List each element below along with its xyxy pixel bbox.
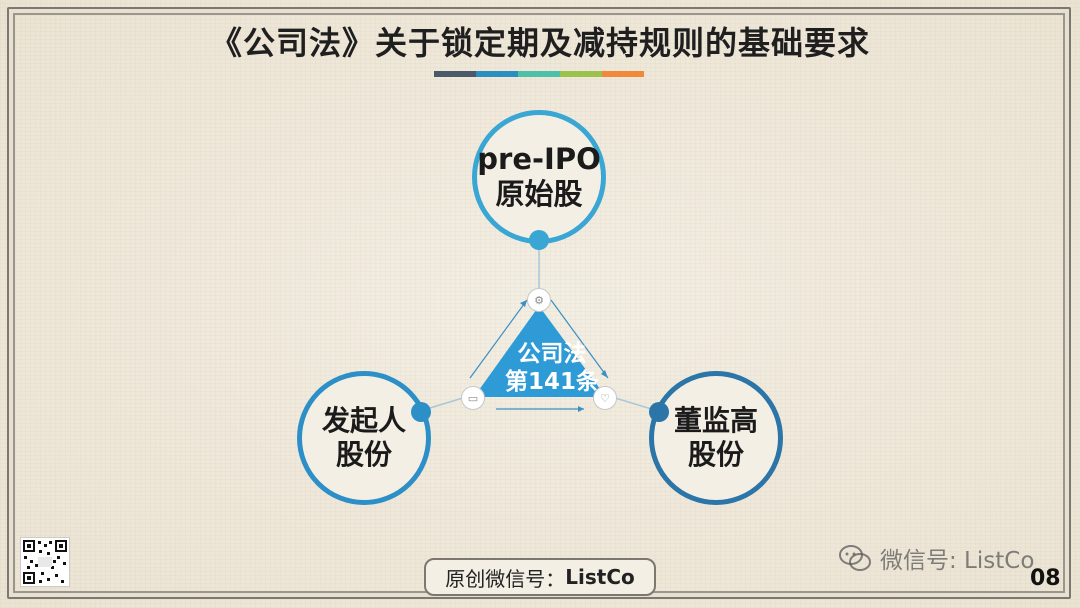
source-account: ListCo (565, 565, 635, 589)
wechat-watermark: 微信号: ListCo (838, 542, 1034, 574)
qr-code (20, 537, 70, 587)
node-circle-top: pre-IPO 原始股 (472, 110, 606, 244)
node-left-line1: 发起人 (321, 404, 406, 438)
node-top-line2: 原始股 (495, 177, 583, 211)
title-bar-3 (518, 71, 560, 77)
node-left-line2: 股份 (335, 438, 392, 471)
arrow-right-edge (550, 299, 609, 379)
center-triangle (474, 306, 606, 397)
slide-title: 《公司法》关于锁定期及减持规则的基础要求 (209, 24, 870, 62)
gear-icon: ⚙ (527, 288, 551, 312)
node-right-line1: 董监高 (673, 404, 758, 438)
arrowhead-right (601, 370, 608, 378)
title-bar-2 (476, 71, 518, 77)
node-dot-left (411, 402, 431, 422)
node-dot-top (529, 230, 549, 250)
qr-code-pattern (23, 540, 67, 584)
node-top-line1: pre-IPO (477, 142, 601, 177)
source-label: 原创微信号： (445, 566, 566, 591)
briefcase-icon: ▭ (461, 386, 485, 410)
arrow-left-edge (469, 299, 528, 379)
title-bar-4 (560, 71, 602, 77)
center-label: 公司法 第141条 (482, 340, 622, 396)
node-circle-right: 董监高 股份 (649, 371, 783, 505)
watermark-text: 微信号: ListCo (880, 548, 1035, 574)
node-dot-right (649, 402, 669, 422)
heart-icon: ♡ (593, 386, 617, 410)
node-circle-left: 发起人 股份 (297, 371, 431, 505)
arrowhead-bottom (578, 406, 584, 412)
center-line1: 公司法 (517, 341, 587, 367)
center-line2: 第141条 (504, 369, 599, 396)
source-account-pill: 原创微信号： ListCo (424, 558, 656, 596)
page-number: 08 (1030, 566, 1061, 591)
wechat-icon (839, 545, 871, 571)
title-bar-5 (602, 71, 644, 77)
title-bar-1 (434, 71, 476, 77)
node-right-line2: 股份 (687, 438, 744, 471)
arrowhead-left (520, 300, 527, 307)
